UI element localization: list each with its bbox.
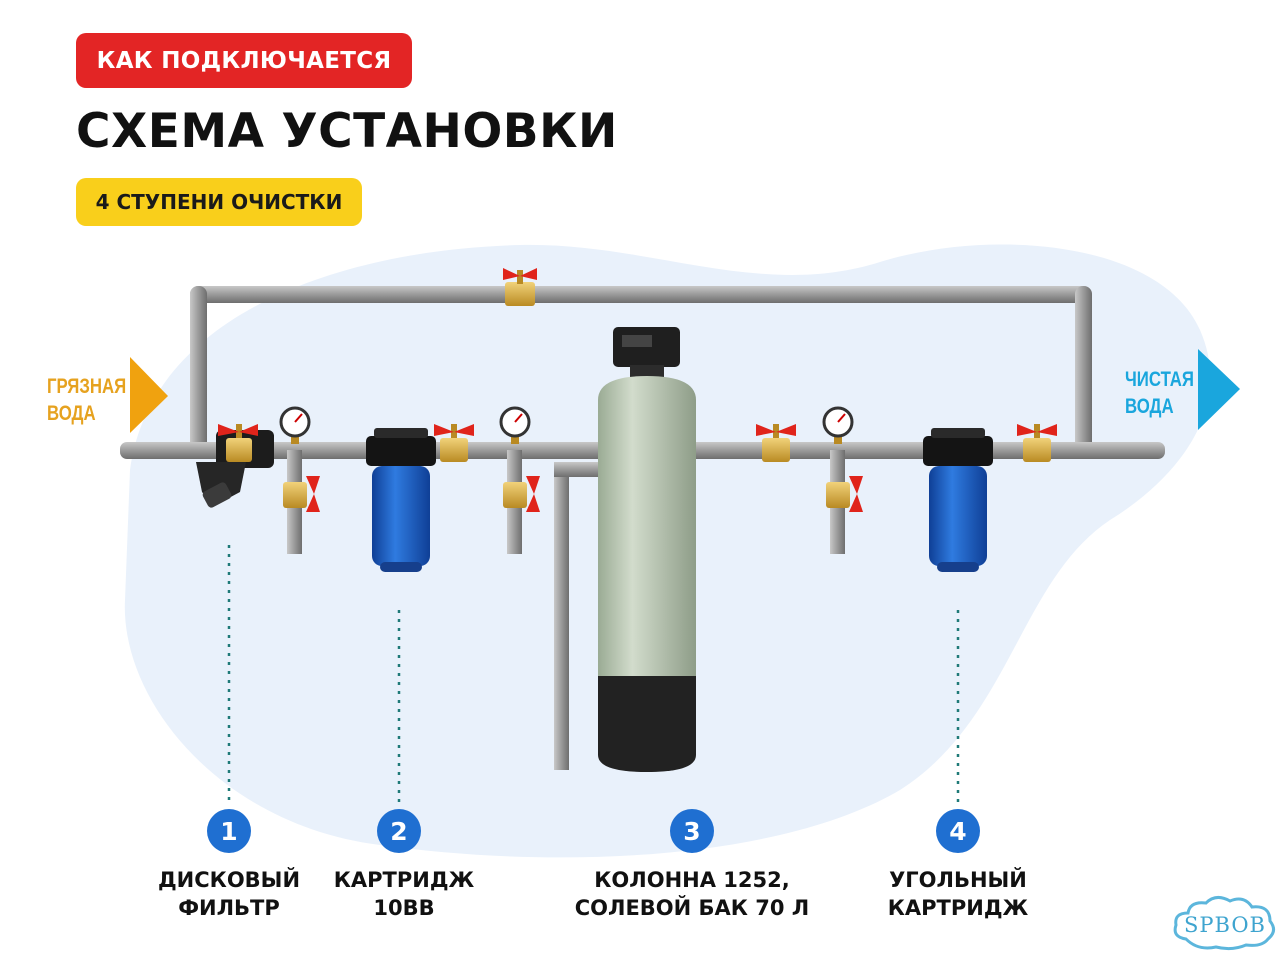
bypass-valve-icon xyxy=(503,268,537,306)
step-4-label-line-1: УГОЛЬНЫЙ xyxy=(889,868,1027,892)
step-2-label-line-2: 10BB xyxy=(373,896,435,920)
step-1-label: ДИСКОВЫЙ ФИЛЬТР xyxy=(79,866,379,922)
softener-column-icon xyxy=(598,327,696,772)
bypass-pipe-left xyxy=(190,286,207,456)
step-2-label: КАРТРИДЖ 10BB xyxy=(254,866,554,922)
inlet-label-line-2: ВОДА xyxy=(47,402,96,425)
category-badge: КАК ПОДКЛЮЧАЕТСЯ xyxy=(76,33,412,88)
outlet-label: ЧИСТАЯ ВОДА xyxy=(1125,366,1194,420)
outlet-valve-icon xyxy=(1017,424,1057,462)
cartridge-10bb-icon xyxy=(366,428,436,572)
inlet-label-line-1: ГРЯЗНАЯ xyxy=(47,375,127,398)
drain-valve-3-icon xyxy=(826,476,863,512)
inlet-label: ГРЯЗНАЯ ВОДА xyxy=(47,373,126,427)
step-4-number: 4 xyxy=(936,809,980,853)
step-3-label: КОЛОННА 1252, СОЛЕВОЙ БАК 70 Л xyxy=(542,866,842,922)
outlet-arrow-icon xyxy=(1198,349,1240,430)
drain-valve-2-icon xyxy=(503,476,540,512)
page-title: СХЕМА УСТАНОВКИ xyxy=(76,104,618,159)
pressure-gauge-3-icon xyxy=(822,406,854,444)
valve-after-tank-icon xyxy=(756,424,796,462)
step-1-label-line-2: ФИЛЬТР xyxy=(178,896,280,920)
pressure-gauge-2-icon xyxy=(499,406,531,444)
step-1-number: 1 xyxy=(207,809,251,853)
step-3-label-line-1: КОЛОННА 1252, xyxy=(594,868,790,892)
step-4-label-line-2: КАРТРИДЖ xyxy=(887,896,1029,920)
carbon-cartridge-icon xyxy=(923,428,993,572)
valve-after-cartridge-icon xyxy=(434,424,474,462)
outlet-label-line-2: ВОДА xyxy=(1125,395,1174,418)
step-1-label-line-1: ДИСКОВЫЙ xyxy=(157,868,301,892)
step-2-number: 2 xyxy=(377,809,421,853)
step-3-number: 3 xyxy=(670,809,714,853)
outlet-label-line-1: ЧИСТАЯ xyxy=(1125,368,1195,391)
tank-riser-pipe xyxy=(554,462,569,770)
step-4-label: УГОЛЬНЫЙ КАРТРИДЖ xyxy=(808,866,1108,922)
brand-cloud-icon xyxy=(1173,896,1275,951)
drain-valve-1-icon xyxy=(283,476,320,512)
bypass-pipe-right xyxy=(1075,286,1092,456)
inlet-valve-icon xyxy=(218,424,258,462)
stages-badge: 4 СТУПЕНИ ОЧИСТКИ xyxy=(76,178,362,226)
brand-logo-text: SPBOB xyxy=(1184,913,1266,937)
tank-riser-elbow xyxy=(554,462,602,477)
step-3-label-line-2: СОЛЕВОЙ БАК 70 Л xyxy=(574,896,810,920)
step-2-label-line-1: КАРТРИДЖ xyxy=(333,868,475,892)
pressure-gauge-1-icon xyxy=(279,406,311,444)
inlet-arrow-icon xyxy=(130,357,168,433)
bypass-pipe-top xyxy=(190,286,1090,303)
